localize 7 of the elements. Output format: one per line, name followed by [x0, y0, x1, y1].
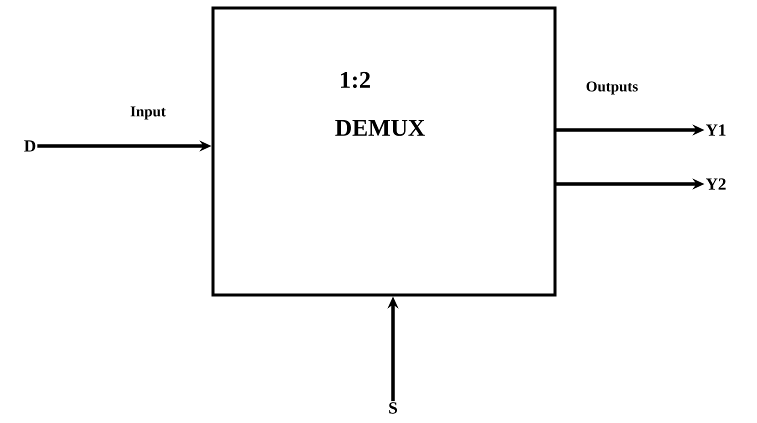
signal-group-label: Outputs [586, 81, 638, 95]
edge-label: Input [129, 106, 167, 120]
demux-block: 1:2 DEMUX [212, 6, 556, 296]
signal-name: Y2 [706, 178, 726, 190]
signal-name: S [389, 402, 397, 414]
signal-name: Y1 [706, 124, 726, 136]
signal-name: D [24, 140, 36, 152]
